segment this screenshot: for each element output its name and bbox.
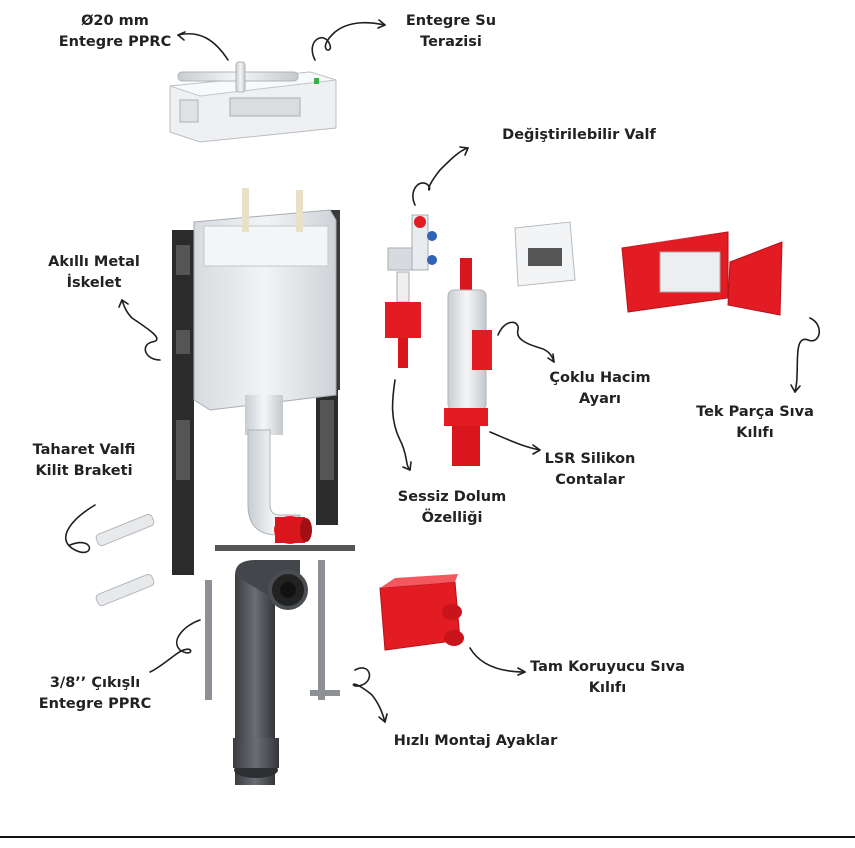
arrows <box>64 19 820 723</box>
bottom-divider <box>0 836 855 848</box>
flush-valve <box>444 258 492 466</box>
label-replaceable-valve: Değiştirilebilir Valf <box>502 127 656 143</box>
ppr-pipe-top <box>177 61 299 93</box>
cistern-tank <box>193 188 337 435</box>
label-installation-feet: Hızlı Montaj Ayaklar <box>393 733 558 749</box>
red-cap <box>274 516 312 544</box>
single-plaster-cover <box>621 231 783 316</box>
white-drain-pipe <box>247 429 301 536</box>
button-frame <box>514 221 576 287</box>
fill-valve <box>385 214 437 368</box>
gray-drain-pipe <box>233 560 308 785</box>
installation-feet <box>205 560 340 700</box>
integrated-water-level <box>169 71 337 143</box>
full-plaster-cover <box>379 574 464 651</box>
bracket-bolts <box>95 513 155 607</box>
